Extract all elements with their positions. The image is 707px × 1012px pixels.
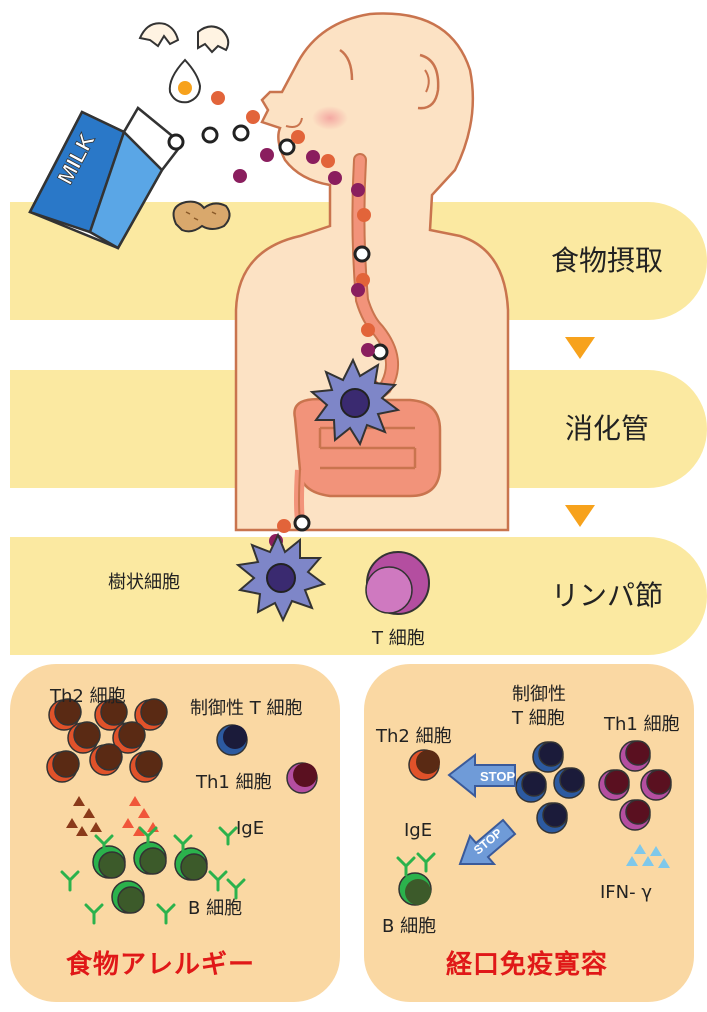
antibody-icons-small	[398, 854, 434, 875]
t-cell-label: T 細胞	[372, 624, 425, 650]
b-cell-label: B 細胞	[382, 912, 436, 938]
ifn-gamma-label: IFN- γ	[600, 882, 652, 903]
dendritic-cell-label: 樹状細胞	[108, 568, 180, 594]
th1-cell	[287, 763, 317, 793]
ige-label: IgE	[404, 820, 432, 841]
treg-label-line1: 制御性	[512, 680, 566, 706]
b-cell-small	[399, 873, 431, 905]
th2-cell-label: Th2 細胞	[376, 722, 452, 748]
peanut-icon	[174, 202, 230, 232]
cytokine-triangles	[66, 796, 159, 836]
t-cell	[366, 552, 429, 614]
dendritic-cell-lymph	[238, 535, 324, 620]
treg-cell-cluster	[516, 742, 584, 833]
b-cell-label: B 細胞	[188, 894, 242, 920]
milk-carton-icon: MILK	[30, 108, 182, 248]
th1-cell-label: Th1 細胞	[604, 710, 680, 736]
stop-arrow-icon: STOP	[449, 755, 515, 796]
ifn-triangles	[626, 844, 670, 868]
th1-cell-label: Th1 細胞	[196, 768, 272, 794]
ige-label: IgE	[236, 818, 264, 839]
food-allergy-title: 食物アレルギー	[66, 944, 255, 981]
treg-label-line2: T 細胞	[512, 704, 565, 730]
th2-cell-label: Th2 細胞	[50, 682, 126, 708]
treg-cell-label: 制御性 T 細胞	[190, 694, 302, 720]
stop-arrow-icon: STOP	[460, 820, 515, 864]
th2-cell-small	[409, 750, 440, 780]
th2-cell-cluster	[47, 699, 167, 782]
oral-tolerance-title: 経口免疫寛容	[446, 944, 608, 981]
egg-icon	[140, 23, 228, 102]
th1-cell-cluster	[599, 741, 671, 830]
stop-label-1: STOP	[480, 769, 515, 784]
treg-cell	[217, 725, 247, 755]
